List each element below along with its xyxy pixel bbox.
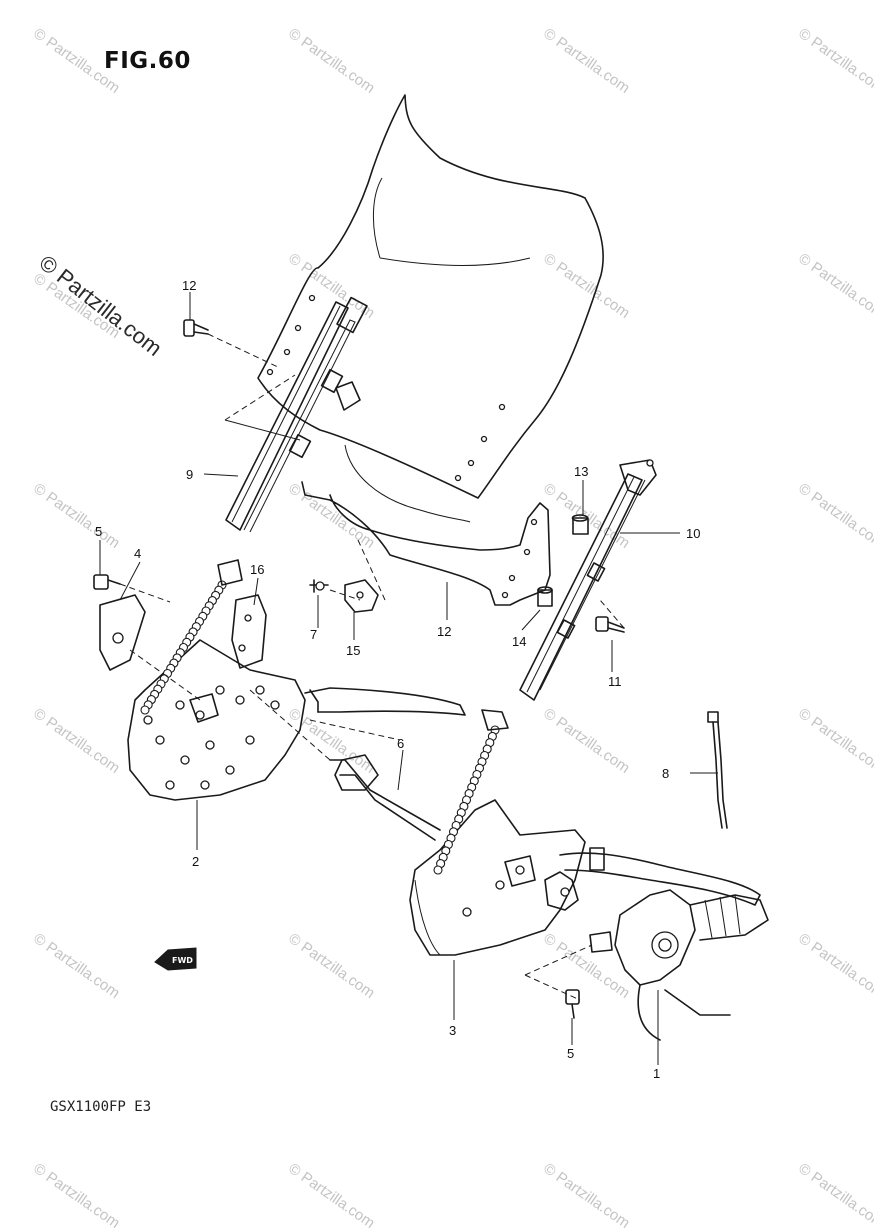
callout-1: 1	[653, 1066, 660, 1081]
left-drive-plate	[127, 639, 306, 801]
bracket-16	[231, 594, 267, 669]
cable-tie	[707, 711, 728, 829]
callout-7: 9	[186, 467, 193, 482]
left-chain-cap	[217, 559, 243, 586]
inner-panel	[301, 481, 551, 606]
callout-labels: 12 9 5 4 16 2 3 6 10 11 12 13 14 15 7 8 …	[95, 278, 700, 1081]
chain-ball	[433, 865, 443, 875]
left-ball-chain	[140, 580, 227, 715]
callout-15: 8	[662, 766, 669, 781]
callout-6: 6	[397, 736, 404, 751]
parts-diagram-page: © Partzilla.com© Partzilla.com© Partzill…	[30, 25, 874, 1232]
fwd-label: FWD	[172, 956, 193, 965]
right-ball-chain	[433, 725, 500, 875]
callout-11: 12	[182, 278, 196, 293]
small-bracket	[309, 579, 379, 613]
callout-13: 15	[346, 643, 360, 658]
chain-ball	[140, 705, 150, 715]
callout-9: 11	[608, 674, 622, 689]
collars	[537, 514, 589, 607]
callout-12-upper: 13	[574, 464, 588, 479]
bolt-5-lower	[565, 989, 580, 1019]
callout-10: 12	[437, 624, 451, 639]
drive-cable	[304, 687, 761, 906]
exploded-view-drawing: FWD 12 9 5 4	[93, 94, 769, 1081]
leader-lines	[99, 292, 718, 1065]
left-rail	[225, 296, 368, 533]
callout-5-lower: 5	[567, 1046, 574, 1061]
callout-16: 16	[250, 562, 264, 577]
right-chain-cap	[481, 709, 509, 731]
model-code: GSX1100FP E3	[50, 1099, 152, 1115]
callout-5-upper: 5	[95, 524, 102, 539]
right-rail	[519, 459, 657, 701]
bolt-9	[595, 616, 625, 633]
motor-unit	[544, 871, 769, 1041]
callout-14: 7	[310, 627, 317, 642]
assembly-guide-lines	[119, 333, 625, 1001]
bracket-4	[99, 594, 146, 671]
callout-3: 3	[449, 1023, 456, 1038]
forward-arrow-icon: FWD	[154, 947, 197, 971]
windscreen	[257, 94, 604, 523]
callout-4: 4	[134, 546, 141, 561]
figure-title: FIG.60	[104, 48, 191, 74]
right-drive-plate	[409, 799, 586, 956]
callout-12-lower: 14	[512, 634, 526, 649]
bolt-11	[183, 319, 209, 337]
callout-2: 2	[192, 854, 199, 869]
callout-8: 10	[686, 526, 700, 541]
bolt-5-upper	[93, 574, 121, 590]
